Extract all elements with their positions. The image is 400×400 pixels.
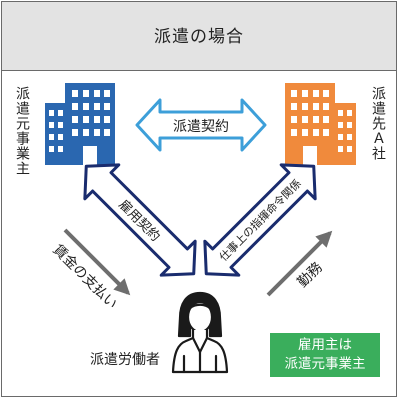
employment-contract-arrow: 雇用契約 [83,163,197,277]
employer-badge: 雇用主は 派遣元事業主 [270,333,380,377]
dispatcher-label: 派遣元事業主 [14,86,30,176]
work-arrow: 勤務 [266,230,333,297]
employer-badge-line1: 雇用主は [298,337,352,353]
header-bar: 派遣の場合 [2,2,396,71]
worker-person-icon [171,291,229,374]
worker-label: 派遣労働者 [90,352,160,368]
client-label: 派遣先Ａ社 [370,86,386,161]
page-title: 派遣の場合 [154,27,244,47]
dispatch-contract-label: 派遣契約 [173,119,229,135]
employer-badge-line2: 派遣元事業主 [284,356,366,372]
command-relationship-label: 仕事上の指揮命令関係 [216,176,304,264]
client-building-icon [285,83,356,165]
dispatcher-building-icon [45,83,115,165]
wage-payment-arrow: 賃金の支払い [49,228,131,313]
dispatch-contract-arrow: 派遣契約 [135,98,267,152]
